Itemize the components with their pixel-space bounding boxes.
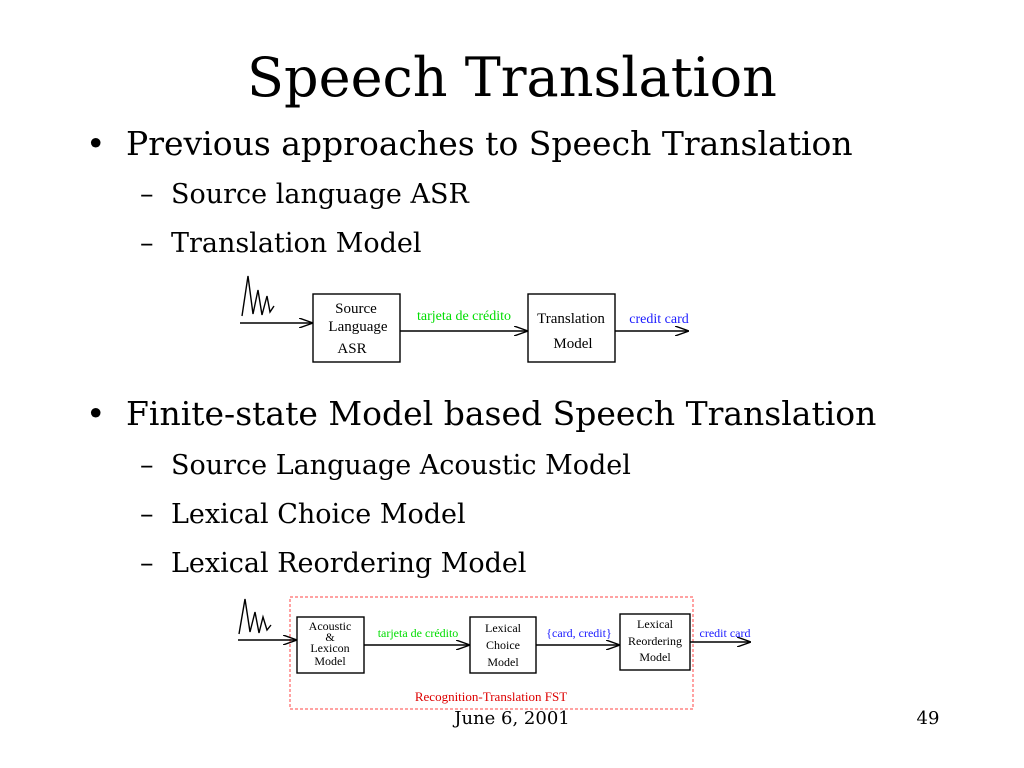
english-label: {card, credit}: [546, 626, 611, 640]
bullet-text: Previous approaches to Speech Translatio…: [126, 124, 853, 163]
fst-frame: [289, 596, 694, 710]
sub-bullet-lexical-reordering: –Lexical Reordering Model: [140, 547, 527, 581]
dash-symbol: –: [140, 499, 154, 530]
source-language-asr-box: [312, 293, 401, 363]
box-label: Model: [639, 650, 671, 664]
fst-frame-label: Recognition-Translation FST: [415, 689, 567, 704]
translation-model-box: [527, 293, 616, 363]
bullet-text: Finite-state Model based Speech Translat…: [126, 394, 877, 433]
sub-bullet-lexical-choice: –Lexical Choice Model: [140, 498, 466, 532]
sub-bullet-acoustic-model: –Source Language Acoustic Model: [140, 449, 631, 483]
diagram-finite-state: Recognition-Translation FST Acoustic & L…: [238, 596, 751, 710]
sub-bullet-text: Lexical Reordering Model: [171, 548, 527, 579]
box-label: ASR: [337, 341, 366, 357]
box-label: Model: [553, 336, 592, 352]
spanish-label: tarjeta de crédito: [417, 309, 511, 324]
page-number: 49: [916, 708, 940, 729]
box-label: Translation: [537, 311, 605, 327]
sub-bullet-text: Translation Model: [171, 228, 422, 259]
footer-date: June 6, 2001: [454, 708, 570, 729]
bullet-finite-state: • Finite-state Model based Speech Transla…: [86, 394, 876, 434]
box-label: Choice: [486, 638, 520, 652]
box-label: Source: [335, 301, 377, 317]
spanish-label: tarjeta de crédito: [378, 626, 459, 640]
dash-symbol: –: [140, 450, 154, 481]
box-label: Lexical: [637, 617, 674, 631]
lexical-choice-model-box: [469, 616, 537, 674]
dash-symbol: –: [140, 548, 154, 579]
box-label: Lexical: [485, 621, 522, 635]
sub-bullet-text: Lexical Choice Model: [171, 499, 466, 530]
speech-waveform-icon: [241, 275, 275, 317]
box-label: Acoustic: [309, 619, 352, 633]
sub-bullet-source-asr: –Source language ASR: [140, 178, 469, 212]
dash-symbol: –: [140, 179, 154, 210]
lexical-reordering-model-box: [619, 613, 691, 671]
box-label: Model: [314, 654, 346, 668]
slide-title: Speech Translation: [247, 46, 777, 109]
box-label: Model: [487, 655, 519, 669]
speech-waveform-icon: [238, 598, 272, 635]
bullet-previous-approaches: • Previous approaches to Speech Translati…: [86, 124, 853, 164]
diagram-previous-approach: Source Language ASR tarjeta de crédito T…: [240, 275, 689, 363]
box-label: Language: [328, 319, 387, 335]
acoustic-lexicon-model-box: [296, 616, 365, 674]
box-label: Reordering: [628, 634, 682, 648]
sub-bullet-text: Source Language Acoustic Model: [171, 450, 631, 481]
dash-symbol: –: [140, 228, 154, 259]
box-label: Lexicon: [310, 641, 349, 655]
english-label: credit card: [700, 626, 751, 640]
box-label: &: [325, 630, 335, 644]
english-label: credit card: [629, 312, 688, 327]
bullet-symbol: •: [86, 394, 106, 433]
bullet-symbol: •: [86, 124, 106, 163]
sub-bullet-translation-model: –Translation Model: [140, 227, 422, 261]
sub-bullet-text: Source language ASR: [171, 179, 469, 210]
